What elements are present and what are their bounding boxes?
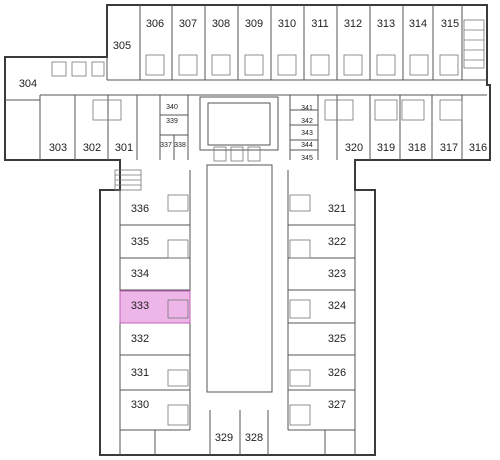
room-344-label: 344 xyxy=(301,142,313,149)
room-326-label: 326 xyxy=(328,367,346,379)
room-341-label: 341 xyxy=(301,105,313,112)
room-310-label: 310 xyxy=(278,18,296,30)
room-305-label: 305 xyxy=(113,40,131,52)
room-336-area[interactable] xyxy=(120,191,190,225)
building-outline xyxy=(4,4,491,456)
room-340-label: 340 xyxy=(166,104,178,111)
room-338-label: 338 xyxy=(174,142,186,149)
room-322-label: 322 xyxy=(328,236,346,248)
room-321-label: 321 xyxy=(328,203,346,215)
room-labels: 306 307 308 309 310 311 312 313 314 315 … xyxy=(19,18,487,444)
room-330-label: 330 xyxy=(131,399,149,411)
room-306-label: 306 xyxy=(146,18,164,30)
room-308-label: 308 xyxy=(212,18,230,30)
room-332-label: 332 xyxy=(131,333,149,345)
room-320-label: 320 xyxy=(345,142,363,154)
room-339-label: 339 xyxy=(166,118,178,125)
room-302-label: 302 xyxy=(83,142,101,154)
room-311-label: 311 xyxy=(311,18,329,30)
room-333-label: 333 xyxy=(131,300,149,312)
room-345-label: 345 xyxy=(301,155,313,162)
room-312-label: 312 xyxy=(344,18,362,30)
room-331-label: 331 xyxy=(131,367,149,379)
room-332-area[interactable] xyxy=(120,323,190,355)
room-hit-areas[interactable] xyxy=(120,191,355,355)
bathroom-fixtures xyxy=(51,54,463,426)
room-318-label: 318 xyxy=(408,142,426,154)
room-337-label: 337 xyxy=(160,142,172,149)
room-329-label: 329 xyxy=(215,432,233,444)
room-309-label: 309 xyxy=(245,18,263,30)
room-301-label: 301 xyxy=(115,142,133,154)
room-342-label: 342 xyxy=(301,118,313,125)
room-324-label: 324 xyxy=(328,300,346,312)
room-303-label: 303 xyxy=(49,142,67,154)
room-314-label: 314 xyxy=(409,18,427,30)
room-321-area[interactable] xyxy=(288,191,355,225)
room-343-label: 343 xyxy=(301,130,313,137)
room-304-label: 304 xyxy=(19,78,37,90)
room-316-label: 316 xyxy=(469,142,487,154)
room-334-label: 334 xyxy=(131,268,149,280)
room-335-area[interactable] xyxy=(120,225,190,258)
room-313-label: 313 xyxy=(377,18,395,30)
room-324-area[interactable] xyxy=(288,291,355,323)
room-319-label: 319 xyxy=(377,142,395,154)
room-336-label: 336 xyxy=(131,203,149,215)
room-323-label: 323 xyxy=(328,268,346,280)
room-317-label: 317 xyxy=(440,142,458,154)
room-335-label: 335 xyxy=(131,236,149,248)
room-334-area[interactable] xyxy=(120,258,190,290)
room-325-label: 325 xyxy=(328,333,346,345)
room-327-label: 327 xyxy=(328,399,346,411)
room-315-label: 315 xyxy=(441,18,459,30)
room-328-label: 328 xyxy=(245,432,263,444)
room-333-area[interactable] xyxy=(120,291,190,323)
room-307-label: 307 xyxy=(179,18,197,30)
